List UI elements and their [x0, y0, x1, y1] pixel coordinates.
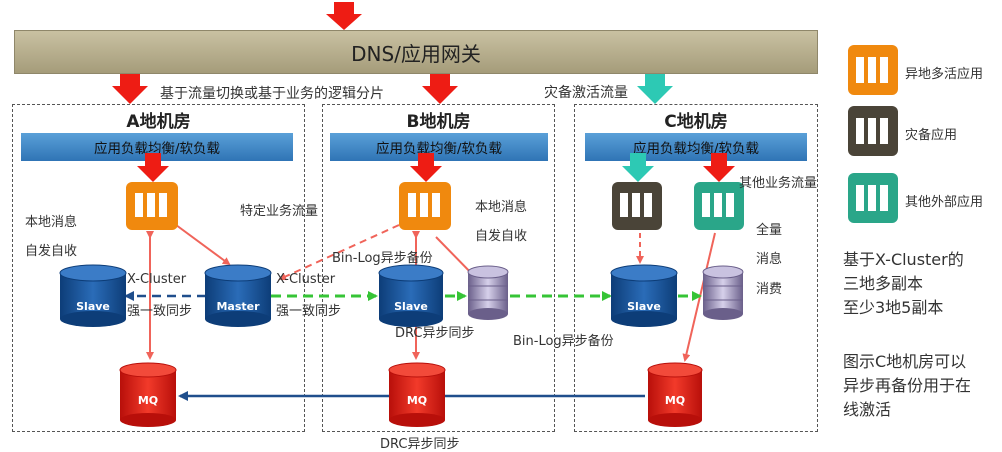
activation-note-line2: 异步再备份用于在: [843, 376, 972, 395]
legend-external-label: 其他外部应用: [905, 195, 984, 210]
binlog-backup-b-icon: [467, 265, 509, 320]
slave-a-label: Slave: [76, 300, 110, 313]
slave-a-db-icon: Slave: [59, 264, 127, 327]
route-arrow-b: [422, 74, 458, 104]
route-arrow-a: [112, 74, 148, 104]
mq-a-label: MQ: [138, 394, 158, 407]
room-c-lb-label: 应用负载均衡/软负载: [632, 141, 760, 157]
binlog-backup-c-icon: [702, 265, 744, 320]
app-b-multi-active-icon: [399, 182, 451, 230]
room-c-load-balancer: 应用负载均衡/软负载: [585, 133, 807, 161]
activation-note-line3: 线激活: [843, 400, 892, 419]
replica-notes: 基于X-Cluster的 三地多副本 至少3地5副本: [843, 248, 964, 320]
mq-a-icon: MQ: [119, 362, 177, 427]
mq-b-icon: MQ: [388, 362, 446, 427]
room-b-lb-label: 应用负载均衡/软负载: [375, 141, 503, 157]
full-consume-line1: 全量: [756, 223, 783, 238]
mq-c-icon: MQ: [647, 362, 703, 427]
other-traffic-label: 其他业务流量: [739, 176, 818, 191]
gateway-input-arrow: [326, 2, 362, 30]
drc-sync-label-1: DRC异步同步: [395, 326, 475, 341]
standby-activation-arrow: [637, 74, 673, 104]
local-msg-a-line2: 自发自收: [25, 244, 78, 259]
legend-external-icon: [848, 173, 898, 223]
app-c-external-icon: [694, 182, 744, 230]
legend-multi-active-icon: [848, 45, 898, 95]
app-b-inbound-arrow: [410, 153, 442, 182]
room-a: [12, 104, 305, 432]
mq-c-label: MQ: [665, 394, 685, 407]
room-a-lb-label: 应用负载均衡/软负载: [93, 141, 221, 157]
binlog-backup-label-2: Bin-Log异步备份: [513, 334, 614, 349]
master-db-icon: Master: [204, 264, 272, 327]
dns-gateway-label: DNS/应用网关: [351, 41, 481, 66]
app-c-standby-icon: [612, 182, 662, 230]
xcluster-b-line1: X-Cluster: [276, 272, 336, 287]
app-a-to-master-line: [171, 221, 231, 266]
replica-note-line3: 至少3地5副本: [843, 298, 944, 317]
room-b-title: B地机房: [406, 112, 471, 132]
legend-multi-active-label: 异地多活应用: [905, 67, 984, 82]
replica-note-line2: 三地多副本: [843, 274, 924, 293]
slave-c-label: Slave: [627, 300, 661, 313]
legend-standby-icon: [848, 106, 898, 156]
slave-b-label: Slave: [394, 300, 428, 313]
master-label: Master: [216, 300, 260, 313]
dns-gateway-bar: DNS/应用网关: [14, 30, 818, 74]
legend-standby-label: 灾备应用: [905, 128, 958, 143]
slave-c-db-icon: Slave: [610, 264, 678, 327]
replica-note-line1: 基于X-Cluster的: [843, 250, 964, 269]
activation-notes: 图示C地机房可以 异步再备份用于在 线激活: [843, 350, 971, 422]
xcluster-a-line2: 强一致同步: [127, 304, 193, 319]
room-b: [322, 104, 555, 432]
specific-traffic-label: 特定业务流量: [240, 204, 319, 219]
local-msg-b-line1: 本地消息: [475, 200, 528, 215]
activation-note-line1: 图示C地机房可以: [843, 352, 967, 371]
xcluster-a-line1: X-Cluster: [127, 272, 187, 287]
room-c: [574, 104, 818, 432]
binlog-backup-label-1: Bin-Log异步备份: [332, 251, 433, 266]
full-consume-line3: 消费: [756, 282, 783, 297]
split-annotation: 基于流量切换或基于业务的逻辑分片: [160, 86, 384, 102]
app-c-other-inbound-arrow: [703, 153, 735, 182]
local-msg-a-line1: 本地消息: [25, 215, 78, 230]
room-c-title: C地机房: [664, 112, 728, 132]
full-consume-line2: 消息: [756, 252, 783, 267]
drc-sync-label-2: DRC异步同步: [380, 437, 460, 452]
mq-b-label: MQ: [407, 394, 427, 407]
app-c-standby-inbound-arrow: [622, 153, 654, 182]
xcluster-b-line2: 强一致同步: [276, 304, 342, 319]
room-a-title: A地机房: [126, 112, 191, 132]
local-msg-b-line2: 自发自收: [475, 229, 528, 244]
app-a-inbound-arrow: [137, 153, 169, 182]
room-b-load-balancer: 应用负载均衡/软负载: [330, 133, 548, 161]
app-b-to-master-dashed-line: [278, 224, 400, 281]
standby-annotation: 灾备激活流量: [544, 85, 628, 101]
slave-b-db-icon: Slave: [378, 264, 444, 327]
app-a-multi-active-icon: [126, 182, 178, 230]
